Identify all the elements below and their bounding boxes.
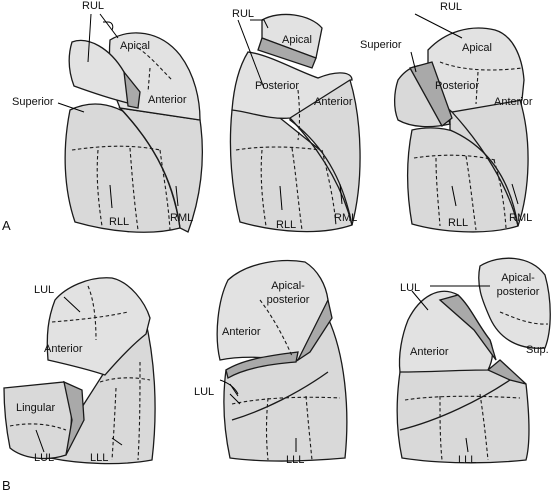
a1-right-lung [64,32,204,233]
a2-rml-label: RML [334,212,358,224]
b2-anterior-label: Anterior [222,326,261,338]
a2-posterior-label: Posterior [255,80,300,92]
b1-lul-top-label: LUL [34,284,55,296]
a3-right-lung [393,27,529,233]
a2-right-lung [229,13,361,233]
b3-sup-label: Sup. [526,344,549,356]
a2-apical-cut [257,37,317,69]
a3-superior-label: Superior [360,39,402,51]
a3-superior-cut [409,61,453,127]
a2-upper-lobe [231,51,353,119]
a3-posterior-label: Posterior [435,80,480,92]
b3-apical-posterior [478,257,551,349]
b3-lll-label: LLL [458,454,477,466]
b2-apical-posterior-line1: Apical- [271,280,305,292]
leader-lines [35,13,519,453]
b3-apical-posterior-line1: Apical- [501,272,535,284]
a1-apical-label: Apical [120,40,150,52]
b1-lul-bottom-label: LUL [34,452,55,464]
a2-anterior-label: Anterior [314,96,353,108]
a2-rul-label: RUL [232,8,255,20]
a1-rml-label: RML [170,212,194,224]
b1-lingula-cut [63,380,85,456]
panel-a-tag: A [2,218,11,233]
b1-left-lung [3,277,156,465]
b1-lingular-label: Lingular [16,402,56,414]
b3-lul-label: LUL [400,282,421,294]
b3-apical-posterior-line2: posterior [496,286,540,298]
a1-superior-segment [68,39,133,105]
b2-lll-label: LLL [286,454,305,466]
b1-upper-lobe [46,277,151,376]
b2-apical-posterior-line2: posterior [266,294,310,306]
a1-rul-label: RUL [82,0,105,12]
b3-upper-cut [438,294,497,361]
b3-left-lung [396,257,551,464]
a1-superior-label: Superior [12,96,54,108]
a2-rll-label: RLL [276,219,297,231]
a3-rll-label: RLL [448,217,469,229]
a1-anterior-label: Anterior [148,94,187,106]
a2-apical-label: Apical [282,34,312,46]
b1-lingula [3,381,72,460]
b3-anterior-label: Anterior [410,346,449,358]
a3-apical-label: Apical [462,42,492,54]
a3-rul-label: RUL [440,1,463,13]
b3-lower-cut [486,359,527,385]
a3-rml-label: RML [509,212,533,224]
b3-lower-lobe [396,366,530,464]
b2-upper-lobe-cut [296,298,333,362]
a1-fissure-shadow [123,69,141,109]
panel-b-tag: B [2,478,11,493]
b1-anterior-label: Anterior [44,343,83,355]
a3-anterior-label: Anterior [494,96,533,108]
b2-left-lung [216,259,348,462]
a1-rll-label: RLL [109,216,130,228]
b2-lul-label: LUL [194,386,215,398]
b1-lll-label: LLL [90,452,109,464]
b2-lower-cut [225,351,299,380]
